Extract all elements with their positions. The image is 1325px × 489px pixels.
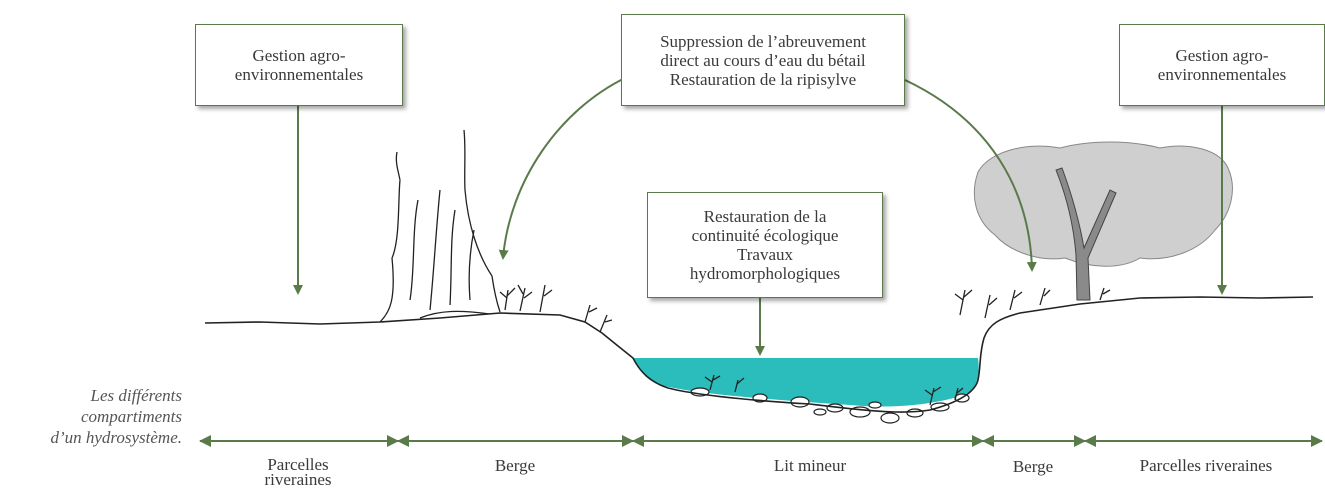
zone-berge-left-text: Berge bbox=[494, 456, 536, 475]
terrain-profile bbox=[204, 296, 1314, 413]
zone-parcelles-left-line2: riveraines bbox=[264, 470, 332, 489]
callout-top-center: Suppression de l’abreuvement direct au c… bbox=[621, 14, 905, 106]
zone-parcelles-right-text: Parcelles riveraines bbox=[1139, 456, 1273, 475]
arrow-curve-right bbox=[904, 79, 1037, 272]
arrow-curve-left bbox=[498, 77, 626, 260]
caption-line3: d’un hydrosystème. bbox=[50, 428, 182, 447]
zone-label-parcelles-left: Parcelles riveraines bbox=[238, 455, 358, 489]
figure-caption: Les différents compartiments d’un hydros… bbox=[10, 385, 182, 448]
right-bank-shrubs bbox=[954, 287, 1111, 319]
callout-center-line2: continuité écologique bbox=[691, 226, 839, 245]
zone-label-parcelles-right: Parcelles riveraines bbox=[1100, 456, 1312, 475]
callout-right-gestion: Gestion agro- environnementales bbox=[1119, 24, 1325, 106]
callout-left-gestion: Gestion agro- environnementales bbox=[195, 24, 403, 106]
callout-right-gestion-line2: environnementales bbox=[1157, 65, 1287, 84]
caption-line2: compartiments bbox=[80, 407, 182, 426]
caption-line1: Les différents bbox=[90, 386, 182, 405]
right-tree-trunk bbox=[1055, 167, 1117, 301]
callout-center-line4: hydromorphologiques bbox=[689, 264, 841, 283]
zone-label-berge-right: Berge bbox=[980, 457, 1086, 476]
aquatic-plants bbox=[704, 374, 964, 406]
zone-berge-right-text: Berge bbox=[1012, 457, 1054, 476]
zone-label-lit-mineur: Lit mineur bbox=[740, 456, 880, 475]
zone-label-berge-left: Berge bbox=[455, 456, 575, 475]
river-water bbox=[633, 358, 979, 407]
zone-parcelles-left-line1: Parcelles bbox=[267, 455, 329, 474]
callout-center: Restauration de la continuité écologique… bbox=[647, 192, 883, 298]
callout-right-gestion-line1: Gestion agro- bbox=[1175, 46, 1269, 65]
callout-left-gestion-line1: Gestion agro- bbox=[252, 46, 346, 65]
left-tree-trunk bbox=[379, 129, 501, 323]
callout-center-line1: Restauration de la bbox=[703, 207, 827, 226]
callout-top-center-line1: Suppression de l’abreuvement bbox=[660, 31, 866, 51]
callout-top-center-line2: direct au cours d’eau du bétail bbox=[660, 50, 866, 70]
callout-left-gestion-line2: environnementales bbox=[234, 65, 364, 84]
left-bank-shrubs bbox=[499, 284, 613, 333]
callout-center-line3: Travaux bbox=[736, 245, 794, 264]
callout-top-center-line3: Restauration de la ripisylve bbox=[669, 69, 857, 89]
zone-lit-mineur-text: Lit mineur bbox=[773, 456, 847, 475]
